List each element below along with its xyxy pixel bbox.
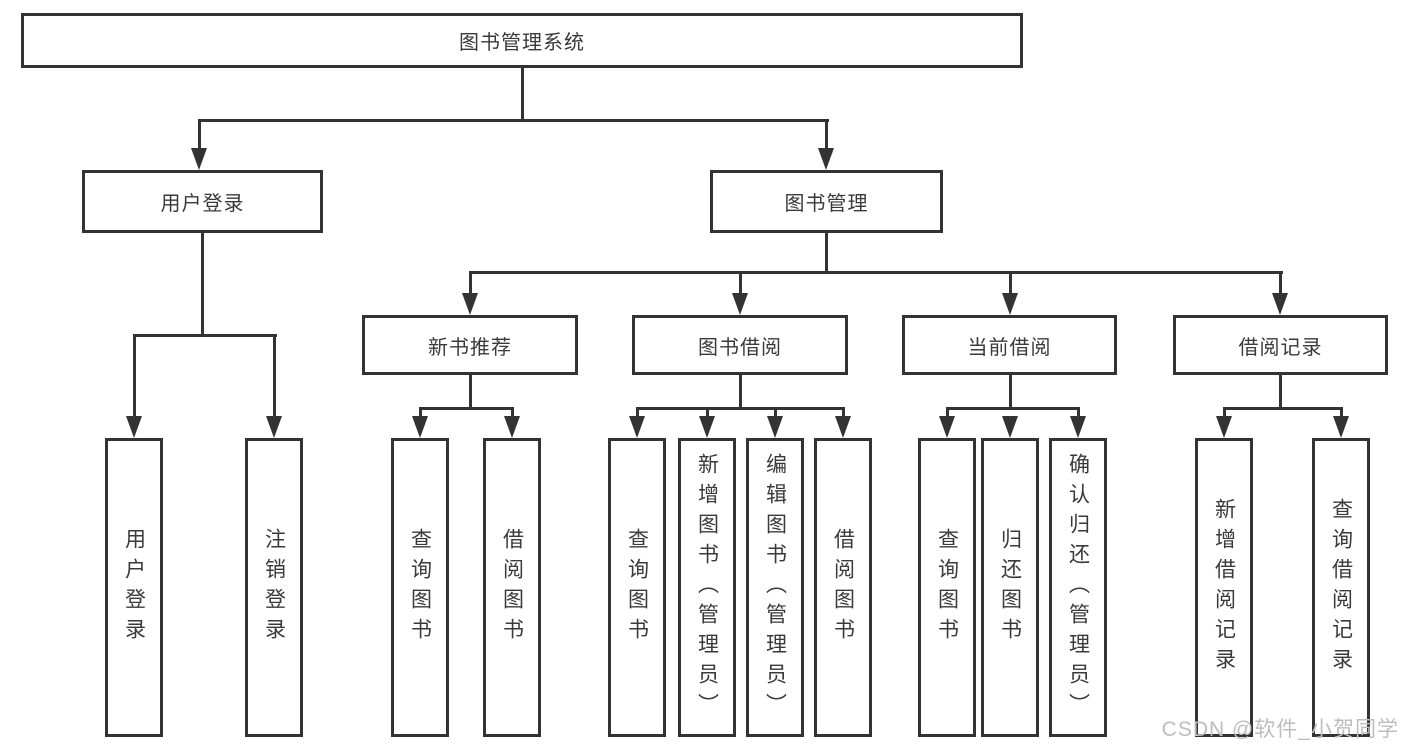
connector-line: [1009, 375, 1012, 409]
arrowhead-icon: [818, 148, 834, 170]
arrowhead-icon: [835, 416, 851, 438]
leaf-add-books-admin: 新增图书（管理员）: [678, 438, 736, 737]
connector-line: [636, 407, 639, 418]
connector-line: [636, 407, 845, 410]
arrowhead-icon: [1272, 293, 1288, 315]
leaf-user-login: 用户登录: [105, 438, 163, 737]
leaf-query-books-current: 查询图书: [918, 438, 976, 737]
arrowhead-icon: [504, 416, 520, 438]
arrowhead-icon: [699, 416, 715, 438]
arrowhead-icon: [1216, 416, 1232, 438]
leaf-add-borrow-record: 新增借阅记录: [1195, 438, 1253, 737]
node-root-library-system: 图书管理系统: [21, 13, 1023, 68]
arrowhead-icon: [629, 416, 645, 438]
connector-line: [825, 119, 828, 152]
connector-line: [946, 407, 1080, 410]
arrowhead-icon: [412, 416, 428, 438]
arrowhead-icon: [732, 293, 748, 315]
connector-line: [739, 271, 742, 295]
connector-line: [1223, 407, 1226, 418]
connector-line: [825, 233, 828, 274]
leaf-query-borrow-record: 查询借阅记录: [1312, 438, 1370, 737]
connector-line: [1340, 407, 1343, 418]
node-user-login: 用户登录: [82, 170, 323, 233]
connector-line: [133, 334, 277, 337]
connector-line: [1077, 407, 1080, 418]
connector-line: [1279, 271, 1282, 295]
connector-line: [419, 407, 422, 418]
arrowhead-icon: [1002, 416, 1018, 438]
leaf-return-books: 归还图书: [981, 438, 1039, 737]
arrowhead-icon: [1333, 416, 1349, 438]
node-new-book-recommend: 新书推荐: [362, 315, 578, 375]
connector-line: [511, 407, 514, 418]
arrowhead-icon: [939, 416, 955, 438]
leaf-query-books-borrowing: 查询图书: [608, 438, 666, 737]
connector-line: [469, 271, 472, 295]
leaf-confirm-return-admin: 确认归还（管理员）: [1049, 438, 1107, 737]
arrowhead-icon: [1070, 416, 1086, 438]
arrowhead-icon: [462, 293, 478, 315]
leaf-logout: 注销登录: [245, 438, 303, 737]
connector-line: [133, 334, 136, 418]
connector-line: [1009, 271, 1012, 295]
connector-line: [706, 407, 709, 418]
arrowhead-icon: [191, 148, 207, 170]
connector-line: [273, 334, 276, 418]
arrowhead-icon: [767, 416, 783, 438]
node-book-management: 图书管理: [710, 170, 943, 233]
connector-line: [198, 119, 201, 152]
connector-line: [739, 375, 742, 409]
connector-line: [419, 407, 514, 410]
arrowhead-icon: [266, 416, 282, 438]
node-book-borrowing: 图书借阅: [632, 315, 848, 375]
node-current-borrowing: 当前借阅: [902, 315, 1117, 375]
arrowhead-icon: [126, 416, 142, 438]
connector-line: [842, 407, 845, 418]
connector-line: [1223, 407, 1343, 410]
leaf-borrow-books: 借阅图书: [814, 438, 872, 737]
leaf-query-books-recommend: 查询图书: [391, 438, 449, 737]
connector-line: [469, 271, 1283, 274]
node-borrowing-records: 借阅记录: [1173, 315, 1388, 375]
connector-line: [1279, 375, 1282, 409]
leaf-borrow-books-recommend: 借阅图书: [483, 438, 541, 737]
connector-line: [521, 68, 524, 122]
arrowhead-icon: [1002, 293, 1018, 315]
connector-line: [774, 407, 777, 418]
connector-line: [946, 407, 949, 418]
connector-line: [198, 119, 829, 122]
connector-line: [469, 375, 472, 409]
leaf-edit-books-admin: 编辑图书（管理员）: [746, 438, 804, 737]
connector-line: [201, 233, 204, 337]
